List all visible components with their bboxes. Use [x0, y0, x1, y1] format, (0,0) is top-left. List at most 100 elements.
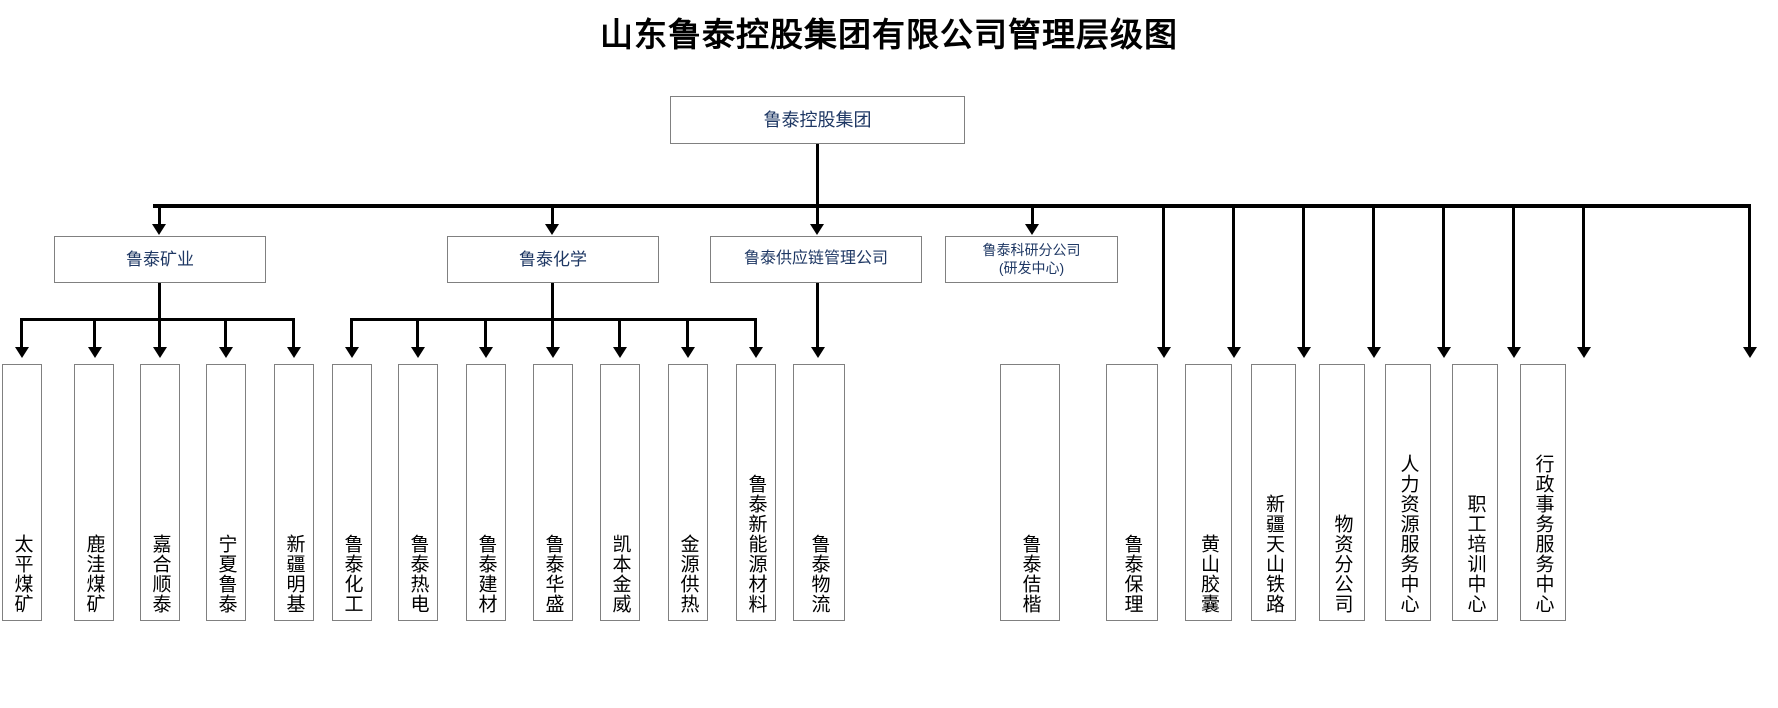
connector-direct-hr: [1512, 206, 1515, 351]
leaf-box[interactable]: 太平煤矿: [2, 364, 42, 621]
leaf-label: 人力资源服务中心: [1397, 454, 1420, 614]
connector-mining-leaf-1: [93, 318, 96, 351]
arrow-chem-leaf-6: [749, 347, 763, 358]
connector-direct-training: [1582, 206, 1585, 351]
node-division-supplychain-label: 鲁泰供应链管理公司: [743, 250, 888, 268]
node-root-group[interactable]: 鲁泰控股集团: [670, 96, 965, 144]
leaf-label: 物资分公司: [1331, 514, 1354, 614]
leaf-label: 鲁泰华盛: [542, 534, 565, 614]
connector-mining-leaf-3: [224, 318, 227, 351]
leaf-label: 凯本金威: [609, 534, 632, 614]
arrow-supplychain: [810, 224, 824, 235]
connector-direct-materials: [1442, 206, 1445, 351]
connector-feed-mining: [158, 206, 161, 229]
leaf-label: 行政事务服务中心: [1532, 454, 1555, 614]
leaf-box[interactable]: 新疆天山铁路: [1251, 364, 1296, 621]
connector-chem-leaf-3: [551, 318, 554, 351]
connector-chem-leaf-0: [350, 318, 353, 351]
leaf-box[interactable]: 鲁泰化工: [332, 364, 372, 621]
connector-direct-baoli: [1232, 206, 1235, 351]
arrow-direct-materials: [1437, 347, 1451, 358]
leaf-box[interactable]: 物资分公司: [1319, 364, 1365, 621]
leaf-label: 鲁泰保理: [1121, 534, 1144, 614]
connector-mining-subbus: [20, 318, 295, 321]
arrow-direct-training: [1577, 347, 1591, 358]
connector-chem-leaf-1: [416, 318, 419, 351]
leaf-box[interactable]: 宁夏鲁泰: [206, 364, 246, 621]
arrow-direct-baoli: [1227, 347, 1241, 358]
leaf-label: 鲁泰化工: [341, 534, 364, 614]
leaf-label: 嘉合顺泰: [149, 534, 172, 614]
leaf-label: 鲁泰新能源材料: [745, 474, 768, 614]
leaf-box[interactable]: 鲁泰保理: [1106, 364, 1158, 621]
arrow-direct-guikai: [1157, 347, 1171, 358]
node-division-chemistry[interactable]: 鲁泰化学: [447, 236, 659, 283]
node-division-mining[interactable]: 鲁泰矿业: [54, 236, 266, 283]
arrow-logistics: [811, 347, 825, 358]
leaf-box[interactable]: 嘉合顺泰: [140, 364, 180, 621]
leaf-box[interactable]: 人力资源服务中心: [1385, 364, 1431, 621]
leaf-box[interactable]: 鹿洼煤矿: [74, 364, 114, 621]
arrow-research: [1025, 224, 1039, 235]
leaf-label: 鲁泰物流: [808, 534, 831, 614]
leaf-box[interactable]: 鲁泰热电: [398, 364, 438, 621]
connector-feed-supplychain: [816, 206, 819, 229]
arrow-mining-leaf-3: [219, 347, 233, 358]
leaf-label: 新疆明基: [283, 534, 306, 614]
connector-feed-research: [1031, 206, 1034, 229]
leaf-label: 太平煤矿: [11, 534, 34, 614]
leaf-label: 鲁泰建材: [475, 534, 498, 614]
node-root-label: 鲁泰控股集团: [763, 109, 872, 130]
leaf-box[interactable]: 鲁泰建材: [466, 364, 506, 621]
node-division-supplychain[interactable]: 鲁泰供应链管理公司: [710, 236, 922, 283]
leaf-box[interactable]: 凯本金威: [600, 364, 640, 621]
connector-direct-huangshan: [1302, 206, 1305, 351]
arrow-chem-leaf-0: [345, 347, 359, 358]
connector-chem-leaf-2: [484, 318, 487, 351]
connector-main-bus: [153, 204, 1751, 208]
arrow-mining-leaf-4: [287, 347, 301, 358]
leaf-box[interactable]: 鲁泰新能源材料: [736, 364, 776, 621]
leaf-box[interactable]: 鲁泰华盛: [533, 364, 573, 621]
arrow-mining-leaf-2: [153, 347, 167, 358]
leaf-label: 金源供热: [677, 534, 700, 614]
connector-feed-chemistry: [551, 206, 554, 229]
arrow-chem-leaf-2: [479, 347, 493, 358]
arrow-direct-huangshan: [1297, 347, 1311, 358]
leaf-box[interactable]: 职工培训中心: [1452, 364, 1498, 621]
connector-supplychain-to-logistics: [816, 283, 819, 351]
connector-chem-leaf-6: [754, 318, 757, 351]
connector-direct-guikai: [1162, 206, 1165, 351]
node-division-chemistry-label: 鲁泰化学: [519, 249, 587, 269]
node-division-research[interactable]: 鲁泰科研分公司 (研发中心): [945, 236, 1118, 283]
page-title: 山东鲁泰控股集团有限公司管理层级图: [600, 15, 1178, 54]
arrow-direct-railway: [1367, 347, 1381, 358]
connector-chem-leaf-5: [686, 318, 689, 351]
arrow-chem-leaf-3: [546, 347, 560, 358]
arrow-chem-leaf-1: [411, 347, 425, 358]
leaf-box[interactable]: 金源供热: [668, 364, 708, 621]
connector-direct-railway: [1372, 206, 1375, 351]
leaf-box[interactable]: 鲁泰物流: [793, 364, 845, 621]
connector-mining-leaf-0: [20, 318, 23, 351]
connector-mining-leaf-2: [158, 318, 161, 351]
arrow-chem-leaf-4: [613, 347, 627, 358]
arrow-chemistry: [545, 224, 559, 235]
leaf-box[interactable]: 鲁泰佶楷: [1000, 364, 1060, 621]
node-division-mining-label: 鲁泰矿业: [126, 249, 194, 269]
leaf-box[interactable]: 黄山胶囊: [1185, 364, 1232, 621]
connector-mining-subtrunk: [158, 283, 161, 320]
connector-chem-leaf-4: [618, 318, 621, 351]
connector-chemistry-subtrunk: [551, 283, 554, 320]
leaf-box[interactable]: 新疆明基: [274, 364, 314, 621]
arrow-mining-leaf-1: [88, 347, 102, 358]
connector-mining-leaf-4: [292, 318, 295, 351]
leaf-box[interactable]: 行政事务服务中心: [1520, 364, 1566, 621]
leaf-label: 新疆天山铁路: [1263, 494, 1285, 614]
leaf-label: 鹿洼煤矿: [83, 534, 106, 614]
arrow-direct-hr: [1507, 347, 1521, 358]
arrow-mining-leaf-0: [15, 347, 29, 358]
node-division-research-label-line2: (研发中心): [998, 259, 1065, 276]
arrow-chem-leaf-5: [681, 347, 695, 358]
